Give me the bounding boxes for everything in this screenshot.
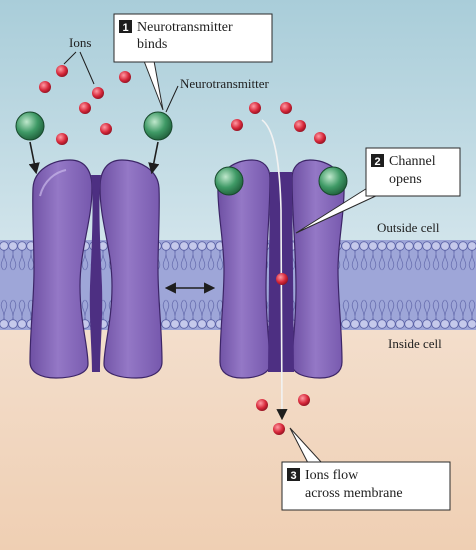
ion [100,123,112,135]
ion [56,65,68,77]
lipid-head [161,319,171,329]
lipid-head [386,241,396,251]
ion [119,71,131,83]
lipid-head [161,241,171,251]
step-1-text-line-1: Neurotransmitter [137,20,233,35]
lipid-head [188,241,198,251]
lipid-head [170,241,180,251]
lipid-head [458,241,468,251]
lipid-head [0,241,9,251]
ions [39,65,326,435]
lipid-head [368,241,378,251]
step-3-callout: 3 Ions flow across membrane [281,427,451,511]
ion [39,81,51,93]
step-2-text-line-1: Channel [389,154,436,169]
lipid-head [431,319,441,329]
lipid-head [8,319,18,329]
ions-leader-lines [63,51,95,85]
lipid-head [170,319,180,329]
ion [56,133,68,145]
neurotransmitter-leader-line [165,85,179,113]
closed-channel [29,159,163,379]
lipid-head [359,319,369,329]
lipid-head [197,241,207,251]
lipid-head [404,241,414,251]
step-2-callout: 2 Channel opens [295,147,461,234]
lipid-head [422,241,432,251]
ion [231,119,243,131]
binding-arrow-left [28,141,40,175]
closed-channel-left-subunit [29,159,93,379]
ion [298,394,310,406]
lipid-head [395,241,405,251]
closed-channel-right-subunit [99,159,163,379]
lipid-head [449,241,459,251]
ion-flow-arrow [261,119,288,421]
lipid-head [386,319,396,329]
lipid-head [0,319,9,329]
lipid-head [377,319,387,329]
lipid-head [188,319,198,329]
step-1-badge [119,20,132,33]
neurotransmitter-label: Neurotransmitter [180,76,269,91]
bound-neurotransmitter-right [318,166,348,196]
lipid-head [17,319,27,329]
lipid-head [179,319,189,329]
lipid-head [350,319,360,329]
lipid-head [440,241,450,251]
lipid-head [8,241,18,251]
step-3-text-line-2: across membrane [305,486,403,501]
step-3-number: 3 [290,470,296,482]
ion-in-pore [276,273,288,285]
lipid-head [341,319,351,329]
ion [314,132,326,144]
lipid-head [368,319,378,329]
outside-cell-label: Outside cell [377,220,440,235]
step-2-text-line-2: opens [389,172,422,187]
inside-cell-label: Inside cell [388,336,442,351]
lipid-head [17,241,27,251]
lipid-head [206,319,216,329]
step-1-callout: 1 Neurotransmitter binds [113,13,273,111]
ion [294,120,306,132]
binding-arrow-right [148,141,160,175]
step-1-number: 1 [122,22,128,34]
lipid-head [377,241,387,251]
lipid-head [467,241,476,251]
lipid-head [467,319,476,329]
lipid-head [341,241,351,251]
lipid-head [179,241,189,251]
lipid-head [404,319,414,329]
step-2-number: 2 [374,156,380,168]
lipid-head [431,241,441,251]
step-2-badge [371,154,384,167]
ion [92,87,104,99]
lipid-head [422,319,432,329]
ion [280,102,292,114]
lipid-head [359,241,369,251]
neurotransmitter [143,111,173,141]
step-3-badge [287,468,300,481]
closed-channel-pore [89,175,103,372]
step-1-text-line-2: binds [137,37,167,52]
lipid-head [413,319,423,329]
lipid-head [206,241,216,251]
ions-label: Ions [69,35,91,50]
ion [249,102,261,114]
ion [79,102,91,114]
lipid-head [440,319,450,329]
lipid-head [458,319,468,329]
bound-neurotransmitter-left [214,166,244,196]
lipid-head [350,241,360,251]
ion [256,399,268,411]
lipid-head [197,319,207,329]
neurotransmitter [15,111,45,141]
lipid-head [395,319,405,329]
ion [273,423,285,435]
lipid-head [413,241,423,251]
lipid-head [449,319,459,329]
step-3-text-line-1: Ions flow [305,468,359,483]
